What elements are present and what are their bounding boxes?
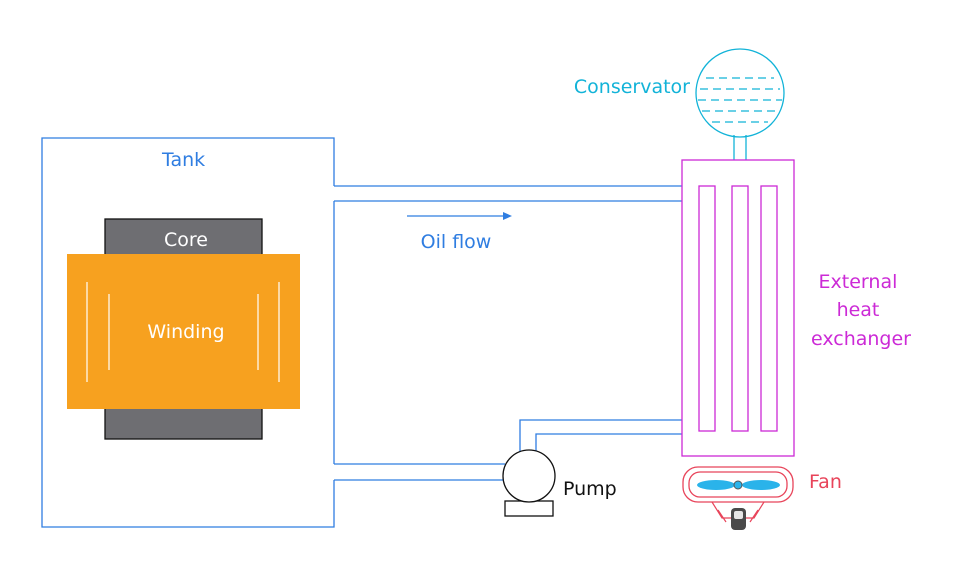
conservator-tank-icon: [695, 48, 785, 160]
winding: [67, 254, 300, 409]
winding-lines: [86, 282, 280, 382]
pump-base: [504, 500, 554, 517]
tank-outline: [41, 137, 335, 528]
heat-exchanger-label: External heat exchanger: [811, 271, 911, 350]
oil-pipes: [334, 185, 682, 481]
winding-label: Winding: [147, 321, 224, 343]
conservator-label: Conservator: [574, 76, 690, 98]
heat-exchanger-label-line-3: exchanger: [811, 328, 911, 350]
oil-flow-label: Oil flow: [421, 231, 492, 253]
pump-body: [502, 449, 556, 503]
fan-motor-shine: [734, 511, 743, 519]
conservator-oil-level: [698, 77, 782, 123]
fan-housing-inner: [688, 471, 788, 498]
arrow-right-icon: [407, 212, 512, 220]
heat-exchanger-label-line-1: External: [819, 271, 898, 293]
pipe-pump-to-exchanger-outer: [519, 419, 682, 453]
conservator-vessel: [695, 48, 785, 138]
pipe-pump-to-exchanger-inner: [535, 433, 682, 453]
fan-blade-right: [742, 480, 780, 490]
fan-label: Fan: [809, 471, 842, 493]
tank: [41, 137, 335, 528]
core-label: Core: [164, 229, 208, 251]
fan-hub: [733, 480, 743, 490]
heat-exchanger-body: [681, 159, 795, 457]
fan-mount: [711, 501, 765, 523]
heat-exchanger-tube-1: [698, 185, 716, 432]
external-heat-exchanger: [681, 159, 795, 457]
fan-blade-left: [697, 480, 735, 490]
fan-icon: [682, 466, 794, 530]
heat-exchanger-tube-3: [760, 185, 778, 432]
heat-exchanger-tube-2: [731, 185, 749, 432]
pump-icon: [502, 449, 556, 517]
pump-label: Pump: [563, 478, 617, 500]
fan-housing-outer: [682, 466, 794, 503]
heat-exchanger-label-line-2: heat: [837, 299, 880, 321]
tank-label: Tank: [161, 149, 205, 171]
